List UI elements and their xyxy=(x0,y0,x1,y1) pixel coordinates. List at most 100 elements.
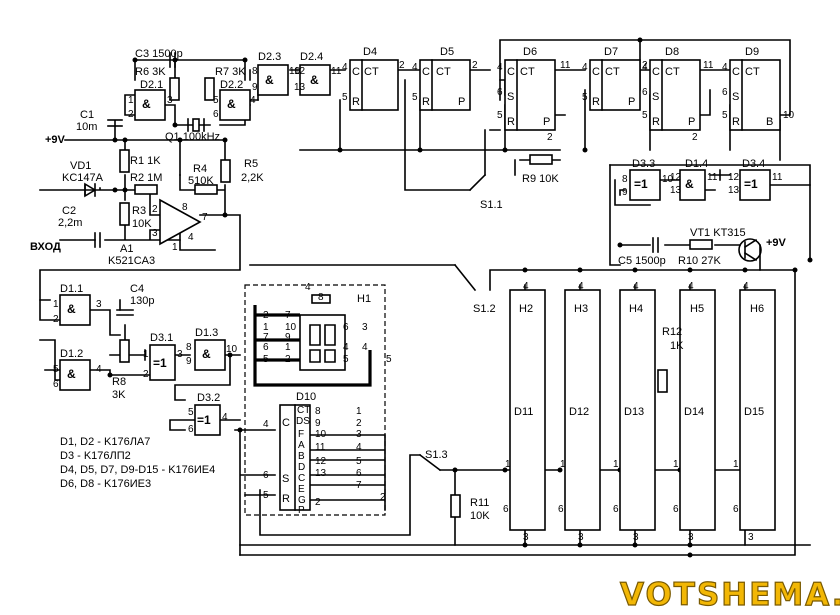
h6-label: H6 xyxy=(750,303,764,315)
svg-text:8: 8 xyxy=(315,406,321,417)
h1-label: H1 xyxy=(357,293,371,305)
d1-3-symbol: & xyxy=(202,347,211,361)
legend-line-1: D1, D2 - K176ЛA7 xyxy=(60,436,150,448)
svg-text:3: 3 xyxy=(356,429,362,440)
r8-label: R8 xyxy=(112,376,126,388)
d3-4-label: D3.4 xyxy=(742,158,765,170)
svg-text:3: 3 xyxy=(167,95,173,106)
svg-text:G: G xyxy=(298,495,306,506)
r11-value: 10K xyxy=(470,510,490,522)
svg-text:4: 4 xyxy=(222,412,228,423)
svg-text:2: 2 xyxy=(263,310,269,321)
svg-text:5: 5 xyxy=(582,92,588,103)
d6-p: P xyxy=(543,116,550,128)
d7-p: P xyxy=(628,96,635,108)
d11-label: D11 xyxy=(514,406,533,418)
svg-text:F: F xyxy=(298,429,304,440)
svg-text:8: 8 xyxy=(186,342,192,353)
svg-text:2: 2 xyxy=(128,109,134,120)
svg-text:6: 6 xyxy=(722,87,728,98)
d3-1-symbol: =1 xyxy=(153,356,167,370)
svg-text:9: 9 xyxy=(622,187,628,198)
switch-s1-1[interactable]: S1.1 xyxy=(468,173,503,211)
d5-ct: CT xyxy=(436,66,451,78)
d3-2-label: D3.2 xyxy=(197,392,220,404)
r6-label: R6 3K xyxy=(135,66,166,78)
svg-text:A: A xyxy=(298,440,305,451)
switch-s1-2[interactable]: S1.2 xyxy=(453,263,496,315)
svg-text:7: 7 xyxy=(263,332,269,343)
svg-text:6: 6 xyxy=(642,87,648,98)
r11-label: R11 xyxy=(470,497,489,509)
svg-text:7: 7 xyxy=(285,310,291,321)
svg-text:3: 3 xyxy=(96,299,102,310)
d5-r: R xyxy=(422,96,430,108)
counter-d4: CT C R D4 452 xyxy=(342,46,405,111)
gate-d2-1: & D2.1 123 xyxy=(128,79,173,121)
svg-text:12: 12 xyxy=(728,172,740,183)
d9-b: B xyxy=(766,116,773,128)
svg-text:5: 5 xyxy=(213,95,219,106)
h5-label: H5 xyxy=(690,303,704,315)
r5-value: 2,2K xyxy=(241,172,264,184)
svg-text:3: 3 xyxy=(633,532,639,543)
svg-text:2: 2 xyxy=(315,497,321,508)
r9-label: R9 10K xyxy=(522,173,559,185)
watermark-logo: VOTSHEMA.RU xyxy=(620,577,840,613)
svg-text:4: 4 xyxy=(578,281,584,292)
d6-r: R xyxy=(507,116,515,128)
s1-1-label: S1.1 xyxy=(480,199,503,211)
d10-ct: CT xyxy=(297,405,310,416)
svg-text:10: 10 xyxy=(783,110,795,121)
svg-text:1: 1 xyxy=(356,406,362,417)
svg-text:3: 3 xyxy=(688,532,694,543)
svg-text:P: P xyxy=(298,505,305,516)
counter-d7: CT C R P D7 452 xyxy=(582,46,648,111)
capacitor-c5: C5 1500p xyxy=(618,237,666,267)
svg-text:10: 10 xyxy=(226,344,238,355)
svg-text:12: 12 xyxy=(670,172,682,183)
r10-label: R10 27K xyxy=(678,255,721,267)
svg-text:4: 4 xyxy=(743,281,749,292)
d12-label: D12 xyxy=(569,406,589,418)
s1-2-label: S1.2 xyxy=(473,303,496,315)
d10-label: D10 xyxy=(296,391,316,403)
svg-text:5: 5 xyxy=(342,92,348,103)
parts-legend: D1, D2 - K176ЛA7 D3 - K176ЛП2 D4, D5, D7… xyxy=(60,436,215,490)
d8-label: D8 xyxy=(665,46,679,58)
c3-label: C3 1500p xyxy=(135,48,183,60)
svg-text:9: 9 xyxy=(315,418,321,429)
input-label: ВХОД xyxy=(30,241,61,253)
svg-text:5: 5 xyxy=(722,110,728,121)
switch-s1-3[interactable]: S1.3 xyxy=(418,449,448,472)
r1-label: R1 1K xyxy=(130,155,161,167)
svg-text:13: 13 xyxy=(315,468,327,479)
svg-text:6: 6 xyxy=(673,504,679,515)
d6-c: C xyxy=(507,66,515,78)
svg-text:2: 2 xyxy=(143,369,149,380)
d7-label: D7 xyxy=(604,46,618,58)
legend-line-3: D4, D5, D7, D9-D15 - K176ИE4 xyxy=(60,464,215,476)
gate-d3-1: =1 D3.1 123 xyxy=(143,332,183,381)
transistor-vt1: VT1 KT315 +9V xyxy=(690,227,787,262)
d8-s: S xyxy=(652,91,659,103)
svg-text:11: 11 xyxy=(315,442,326,453)
svg-text:4: 4 xyxy=(343,342,349,353)
svg-text:11: 11 xyxy=(560,60,571,71)
r3-value: 10K xyxy=(132,218,152,230)
svg-text:10: 10 xyxy=(662,174,674,185)
svg-text:10: 10 xyxy=(285,322,297,333)
d9-ct: CT xyxy=(745,66,760,78)
svg-text:10: 10 xyxy=(315,429,327,440)
svg-text:2: 2 xyxy=(547,132,553,143)
d10-r: R xyxy=(282,493,290,505)
svg-text:8: 8 xyxy=(318,292,324,303)
svg-text:5: 5 xyxy=(343,354,349,365)
r12-label: R12 xyxy=(662,326,682,338)
svg-text:3: 3 xyxy=(362,322,368,333)
